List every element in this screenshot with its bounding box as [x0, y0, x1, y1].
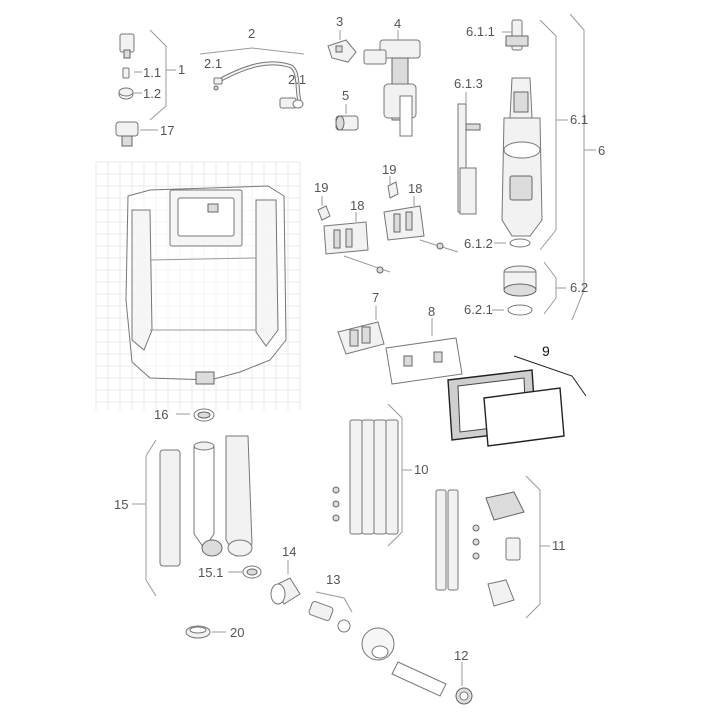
part-10-rails [332, 403, 412, 547]
part-6-1-flush-valve [494, 13, 596, 321]
label-17: 17 [160, 123, 174, 138]
part-4-fill-valve [363, 30, 421, 137]
part-12-outlet-pipe [361, 627, 473, 705]
label-11: 11 [552, 538, 566, 553]
label-6-1-1: 6.1.1 [466, 24, 495, 39]
part-15-1-seal [228, 565, 262, 579]
label-6: 6 [598, 143, 605, 158]
label-1: 1 [178, 62, 185, 77]
label-2: 2 [248, 26, 255, 41]
part-13-pipe-connector [308, 591, 353, 633]
part-16-gasket [176, 408, 215, 422]
label-16: 16 [154, 407, 168, 422]
cistern-frame [95, 161, 301, 410]
label-6-1-3: 6.1.3 [454, 76, 483, 91]
label-19-right: 19 [382, 162, 396, 177]
label-1-1: 1.1 [143, 65, 161, 80]
label-2-1-left: 2.1 [204, 56, 222, 71]
label-9: 9 [542, 343, 550, 359]
label-14: 14 [282, 544, 296, 559]
part-18-19-brackets [317, 176, 459, 274]
label-10: 10 [414, 462, 428, 477]
label-8: 8 [428, 304, 435, 319]
part-17-valve-body [115, 121, 158, 147]
part-5-adapter [335, 104, 359, 131]
label-13: 13 [326, 572, 340, 587]
label-2-1-right: 2.1 [288, 72, 306, 87]
part-11-accessory-set [435, 475, 550, 619]
label-7: 7 [372, 290, 379, 305]
label-18-left: 18 [350, 198, 364, 213]
part-3-bracket [327, 30, 357, 63]
label-5: 5 [342, 88, 349, 103]
part-9-cover-plate [447, 355, 587, 447]
part-8-mounting-plate [385, 318, 463, 385]
label-18-right: 18 [408, 181, 422, 196]
label-12: 12 [454, 648, 468, 663]
part-7-actuator [337, 306, 385, 355]
label-1-2: 1.2 [143, 86, 161, 101]
part-15-flush-pipes [132, 435, 253, 597]
label-6-1: 6.1 [570, 112, 588, 127]
label-3: 3 [336, 14, 343, 29]
part-20-clamp [185, 625, 226, 639]
part-6-2-seal-ring [492, 261, 566, 316]
label-19-left: 19 [314, 180, 328, 195]
label-15: 15 [114, 497, 128, 512]
part-14-connector [270, 560, 301, 605]
part-1-valve [118, 29, 176, 121]
label-6-2-1: 6.2.1 [464, 302, 493, 317]
label-6-2: 6.2 [570, 280, 588, 295]
label-15-1: 15.1 [198, 565, 223, 580]
label-6-1-2: 6.1.2 [464, 236, 493, 251]
callout-labels: 1 1.1 1.2 2 2.1 2.1 3 4 5 6 6.1 6.1.1 6.… [114, 14, 605, 663]
label-20: 20 [230, 625, 244, 640]
label-4: 4 [394, 16, 401, 31]
part-6-1-3-lever [457, 92, 481, 215]
part-2-hose [199, 47, 305, 109]
